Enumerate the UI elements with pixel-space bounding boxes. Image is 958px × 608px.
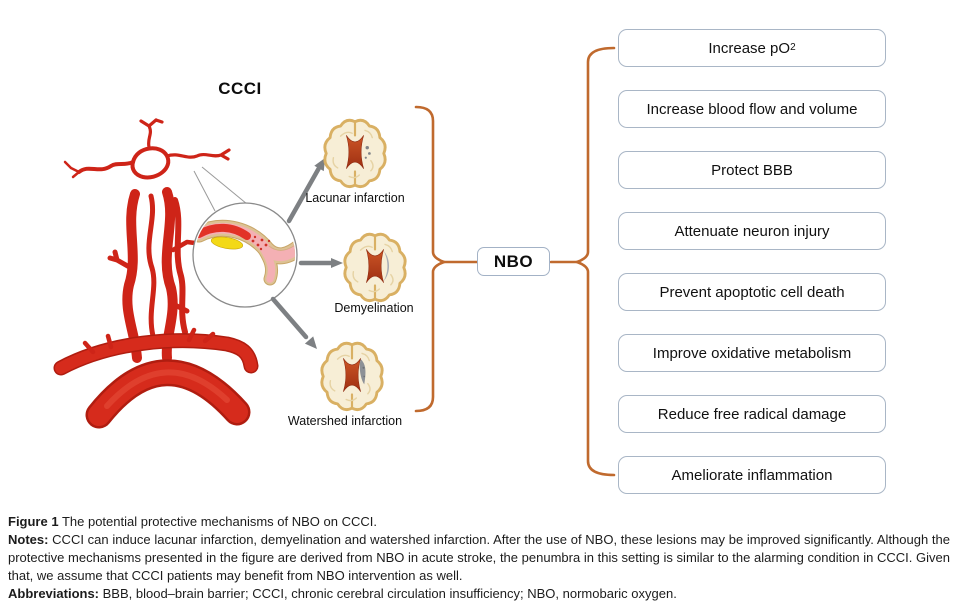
- caption-abbreviations-label: Abbreviations:: [8, 585, 100, 601]
- caption-figure-label: Figure 1: [8, 514, 59, 529]
- mechanism-label: Increase pO: [708, 39, 791, 57]
- vessel-plaque-illustration: [195, 219, 295, 286]
- mechanism-label: Attenuate neuron injury: [674, 222, 830, 240]
- mechanism-label: Ameliorate inflammation: [671, 466, 833, 484]
- arrow-to-watershed-icon: [270, 296, 317, 349]
- caption-abbreviations: Abbreviations: BBB, blood–brain barrier;…: [8, 585, 950, 603]
- arrow-to-demyelination-icon: [298, 258, 343, 268]
- mechanism-label: Increase blood flow and volume: [646, 100, 858, 118]
- mechanism-box-apoptotic: Prevent apoptotic cell death: [618, 273, 886, 311]
- caption-abbreviations-text: BBB, blood–brain barrier; CCCI, chronic …: [99, 585, 677, 601]
- mechanism-label: Reduce free radical damage: [657, 405, 847, 423]
- caption-notes: Notes: CCCI can induce lacunar infarctio…: [8, 531, 950, 585]
- figure-illustration: [53, 46, 616, 477]
- nbo-node-label: NBO: [493, 251, 534, 271]
- figure-caption: Figure 1 The potential protective mechan…: [8, 513, 950, 603]
- caption-notes-text: CCCI can induce lacunar infarction, demy…: [8, 531, 950, 583]
- nbo-node: NBO: [477, 247, 550, 276]
- lesion-label-lacunar: Lacunar infarction: [305, 191, 405, 205]
- mechanism-box-neuron-injury: Attenuate neuron injury: [618, 212, 886, 250]
- caption-title-line: Figure 1 The potential protective mechan…: [8, 513, 950, 531]
- mechanism-box-free-radical: Reduce free radical damage: [618, 395, 886, 433]
- magnifier-leader-lines: [193, 166, 248, 212]
- caption-notes-label: Notes:: [8, 531, 49, 547]
- artery-tree-illustration: [53, 118, 259, 429]
- mechanism-label: Protect BBB: [711, 161, 793, 179]
- caption-figure-text: The potential protective mechanisms of N…: [58, 514, 377, 529]
- lesion-label-demyelination: Demyelination: [334, 301, 414, 315]
- brain-watershed-illustration: [320, 341, 384, 412]
- brain-lacunar-illustration: [323, 118, 387, 189]
- arrow-to-lacunar-icon: [286, 158, 325, 224]
- mechanism-box-inflammation: Ameliorate inflammation: [618, 456, 886, 494]
- mechanism-box-blood-flow: Increase blood flow and volume: [618, 90, 886, 128]
- left-bracket: [414, 105, 446, 413]
- mechanism-label: Prevent apoptotic cell death: [659, 283, 845, 301]
- cause-label: CCCI: [218, 79, 262, 98]
- magnifier-circle: [192, 202, 298, 308]
- right-bracket: [575, 46, 616, 477]
- mechanism-label: Improve oxidative metabolism: [652, 344, 852, 362]
- mechanism-box-oxidative: Improve oxidative metabolism: [618, 334, 886, 372]
- lesion-label-watershed: Watershed infarction: [287, 414, 403, 428]
- mechanism-box-protect-bbb: Protect BBB: [618, 151, 886, 189]
- brain-demyelination-illustration: [343, 232, 407, 303]
